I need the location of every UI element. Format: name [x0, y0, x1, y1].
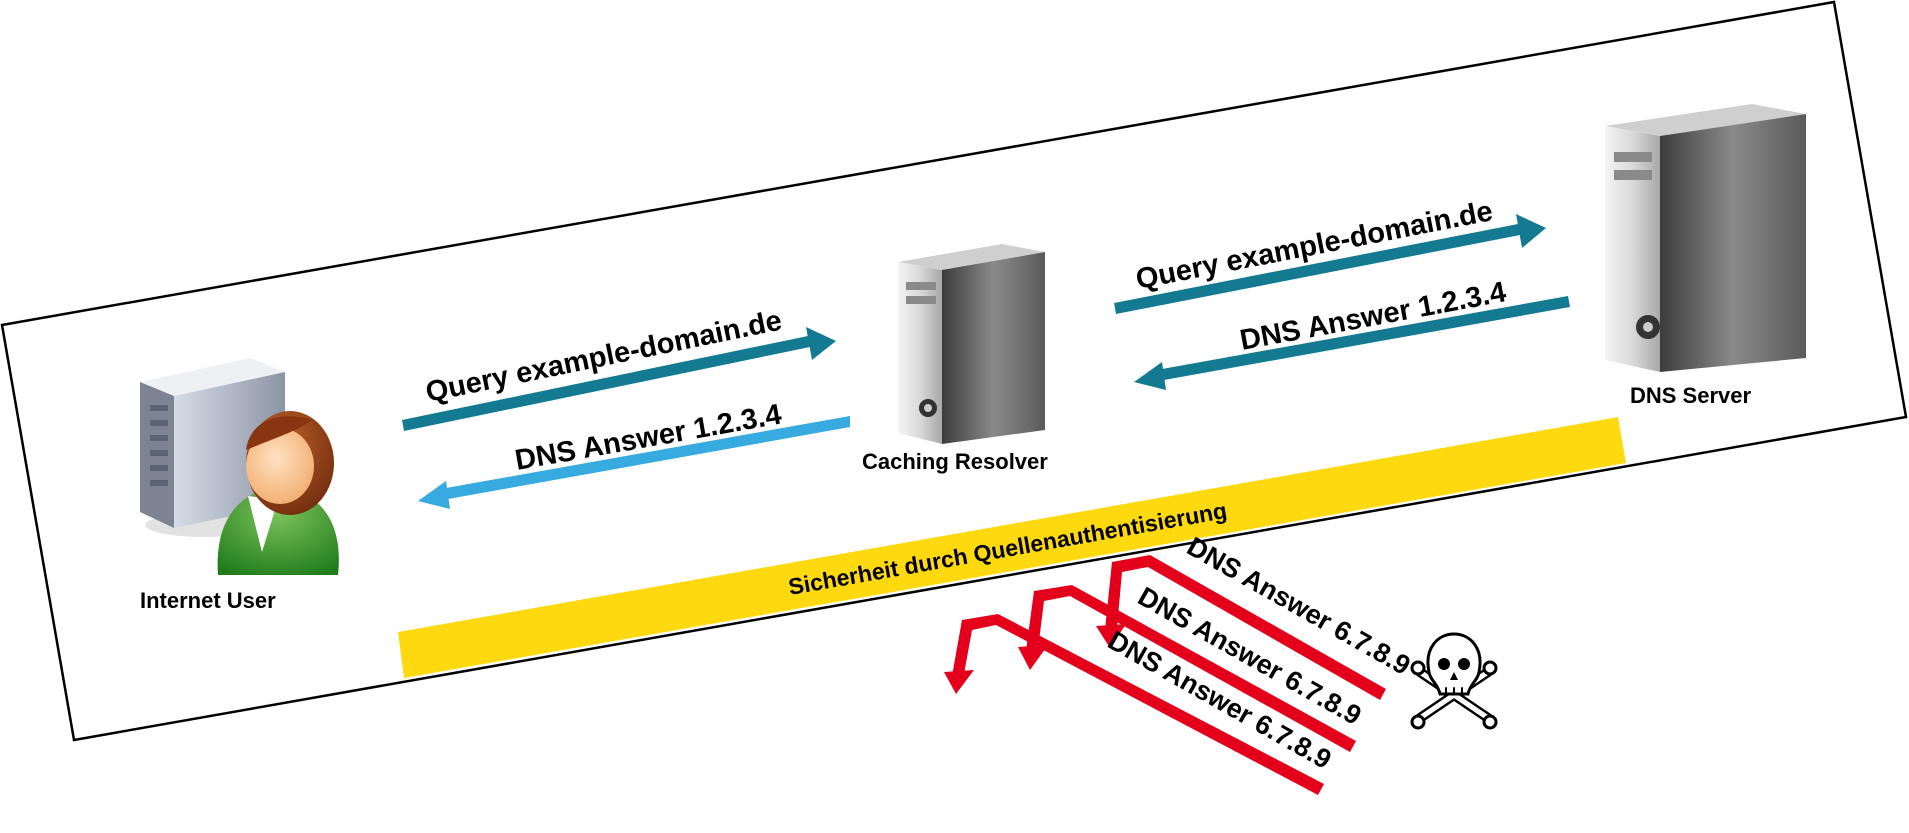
- security-band: [398, 417, 1626, 678]
- spoofed-answer-arrow-2: [1018, 585, 1356, 752]
- spoofed-answer-arrow-3: [944, 614, 1324, 795]
- internet-user-label: Internet User: [140, 588, 276, 613]
- skull-crossbones-icon: [1410, 632, 1498, 730]
- dns-server-icon: [1605, 104, 1806, 372]
- answer-arrow-resolver-to-user: [418, 416, 850, 509]
- spoofed-answer-arrow-1: [1096, 555, 1386, 700]
- dns-server-label: DNS Server: [1630, 383, 1752, 408]
- caching-resolver-icon: [898, 244, 1045, 444]
- internet-user-icon: [140, 358, 339, 575]
- query-arrow-resolver-to-server: [1114, 214, 1546, 314]
- answer-arrow-server-to-resolver: [1134, 296, 1570, 390]
- caching-resolver-label: Caching Resolver: [862, 449, 1048, 474]
- query-arrow-user-to-resolver: [402, 327, 836, 431]
